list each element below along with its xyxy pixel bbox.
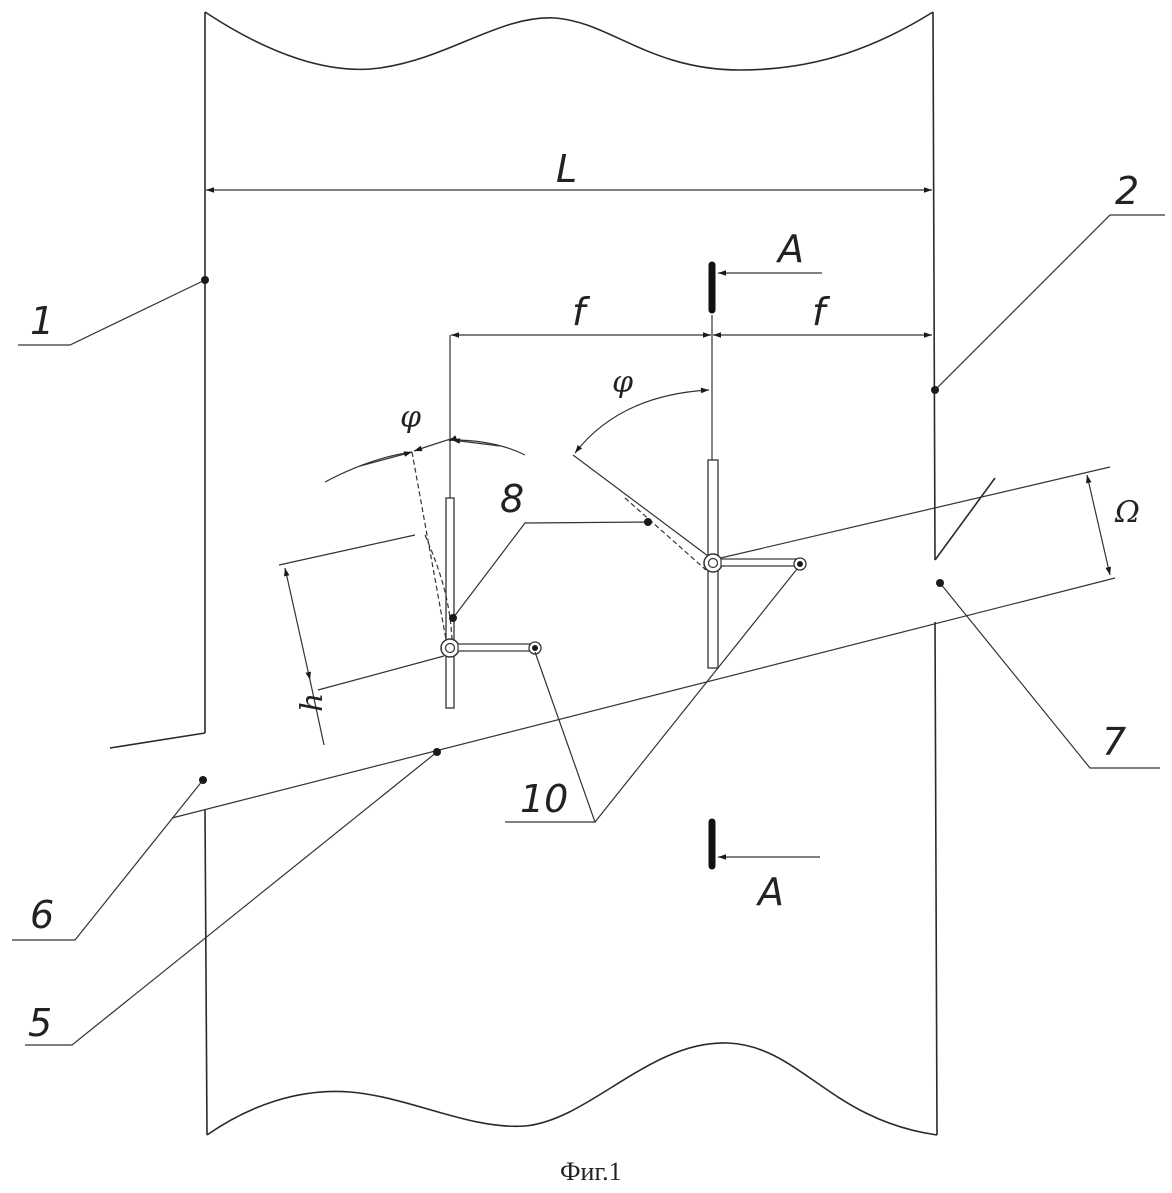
omega-dimension	[1087, 475, 1110, 575]
callout-5: 5	[25, 748, 441, 1045]
left-wall-lower	[205, 810, 207, 1135]
right-angle-label: φ	[612, 365, 633, 400]
height-ext-bottom	[318, 656, 444, 690]
callout-6: 6	[12, 776, 207, 940]
section-label-top: A	[775, 227, 804, 271]
callout-1: 1	[18, 276, 209, 345]
bottom-break-line	[207, 1043, 937, 1135]
left-angle-arc	[414, 438, 455, 451]
height-label: h	[295, 693, 330, 712]
callout-5-label: 5	[28, 1001, 52, 1045]
callout-6-label: 6	[30, 893, 54, 937]
right-wall-edge	[935, 478, 995, 560]
right-lever-joint-dot	[797, 561, 803, 567]
callout-7-label: 7	[1102, 720, 1126, 764]
right-pivot	[704, 554, 722, 572]
height-ext-top	[279, 535, 415, 565]
callout-1-label: 1	[30, 299, 54, 343]
callout-7: 7	[936, 579, 1160, 768]
left-plate	[446, 498, 454, 708]
left-plate-tilted	[412, 452, 447, 645]
top-break-line	[205, 12, 933, 70]
right-plate-tilted-dash	[625, 498, 706, 570]
right-angle-arc	[575, 390, 709, 453]
left-angle-arc-ext	[325, 440, 525, 482]
callout-8: 8	[449, 477, 652, 622]
right-wall-upper	[933, 12, 935, 560]
channel-upper-line	[712, 467, 1110, 560]
callout-10-label: 10	[520, 777, 568, 821]
right-plate-tilted	[573, 455, 708, 556]
left-angle-arrows	[360, 452, 412, 466]
callout-2-label: 2	[1115, 169, 1139, 213]
spacing-left-label: f	[572, 290, 591, 334]
height-dimension	[285, 568, 310, 680]
spacing-right-label: f	[812, 290, 831, 334]
left-angle-label: φ	[400, 400, 421, 435]
omega-label: Ω	[1114, 495, 1140, 530]
callout-2: 2	[931, 169, 1165, 394]
width-label: L	[556, 147, 577, 191]
callout-8-label: 8	[500, 477, 524, 521]
left-lever-joint-dot	[532, 645, 538, 651]
right-wall-lower	[935, 622, 937, 1135]
left-wall-edge	[110, 733, 205, 748]
right-lever	[721, 559, 799, 566]
section-label-bottom: A	[755, 870, 784, 914]
left-pivot	[441, 639, 459, 657]
figure-caption: Фиг.1	[560, 1157, 622, 1186]
left-lever	[458, 644, 534, 651]
